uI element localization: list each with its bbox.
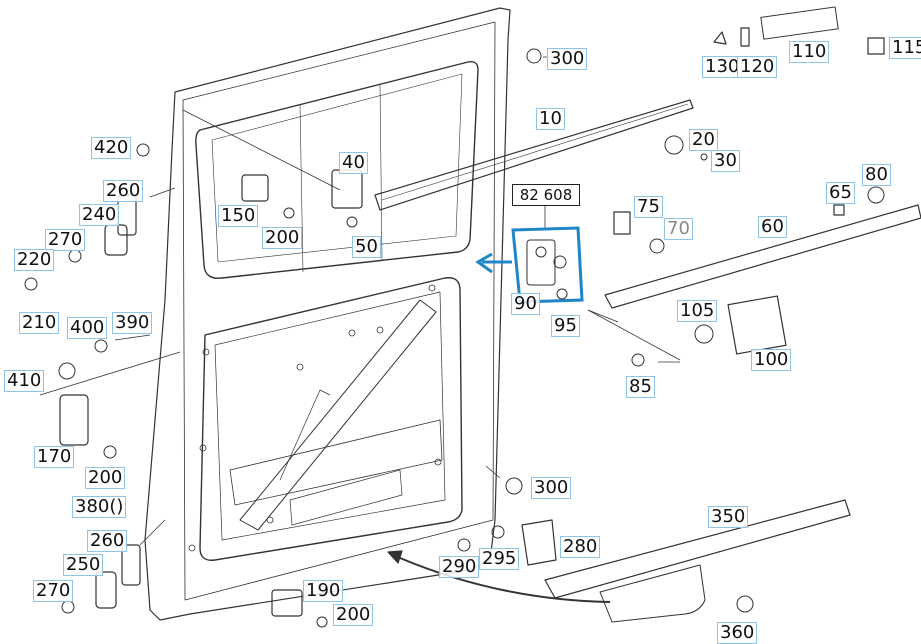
callout-250[interactable]: 250 (63, 554, 104, 576)
callout-295[interactable]: 295 (479, 548, 520, 570)
callout-80[interactable]: 80 (862, 164, 891, 186)
callout-400[interactable]: 400 (67, 317, 108, 339)
callout-260-upper[interactable]: 260 (103, 180, 144, 202)
callout-170[interactable]: 170 (34, 446, 75, 468)
callout-280[interactable]: 280 (560, 536, 601, 558)
callout-100[interactable]: 100 (751, 349, 792, 371)
door-outer-panel (144, 7, 511, 621)
callout-200-upper[interactable]: 200 (262, 227, 303, 249)
callout-350[interactable]: 350 (708, 506, 749, 528)
highlighted-roller-assembly (475, 226, 584, 304)
callout-380[interactable]: 380() (72, 496, 127, 518)
callout-390[interactable]: 390 (112, 312, 153, 334)
window-frame (195, 60, 479, 279)
motion-arrow (399, 557, 611, 603)
callout-190[interactable]: 190 (303, 580, 344, 602)
callout-65[interactable]: 65 (826, 182, 855, 204)
callout-240[interactable]: 240 (79, 204, 120, 226)
middle-rail (604, 204, 921, 309)
callout-85[interactable]: 85 (626, 376, 655, 398)
callout-410[interactable]: 410 (4, 370, 45, 392)
upper-rail (374, 99, 694, 211)
callout-300-lower[interactable]: 300 (531, 477, 572, 499)
inner-panel (199, 277, 463, 561)
callout-290[interactable]: 290 (439, 556, 480, 578)
group-label: 82 608 (512, 184, 580, 206)
callout-150[interactable]: 150 (218, 205, 259, 227)
callout-260-lower[interactable]: 260 (87, 530, 128, 552)
callout-420[interactable]: 420 (91, 137, 132, 159)
callout-95[interactable]: 95 (551, 315, 580, 337)
callout-210[interactable]: 210 (19, 312, 60, 334)
callout-105[interactable]: 105 (677, 300, 718, 322)
callout-30[interactable]: 30 (711, 150, 740, 172)
callout-50[interactable]: 50 (352, 236, 381, 258)
callout-360[interactable]: 360 (717, 622, 758, 644)
callout-120[interactable]: 120 (737, 56, 778, 78)
callout-75[interactable]: 75 (634, 196, 663, 218)
callout-270-upper[interactable]: 270 (45, 229, 86, 251)
callout-115[interactable]: 115 (889, 37, 921, 59)
callout-200-lower[interactable]: 200 (333, 604, 374, 626)
callout-200-mid[interactable]: 200 (85, 467, 126, 489)
callout-300[interactable]: 300 (547, 48, 588, 70)
callout-270-lower[interactable]: 270 (33, 580, 74, 602)
callout-10[interactable]: 10 (536, 108, 565, 130)
callout-60[interactable]: 60 (758, 216, 787, 238)
callout-40[interactable]: 40 (339, 152, 368, 174)
callout-20[interactable]: 20 (689, 129, 718, 151)
callout-70[interactable]: 70 (664, 218, 693, 240)
callout-90[interactable]: 90 (511, 293, 540, 315)
callout-110[interactable]: 110 (789, 41, 830, 63)
callout-220[interactable]: 220 (14, 249, 55, 271)
